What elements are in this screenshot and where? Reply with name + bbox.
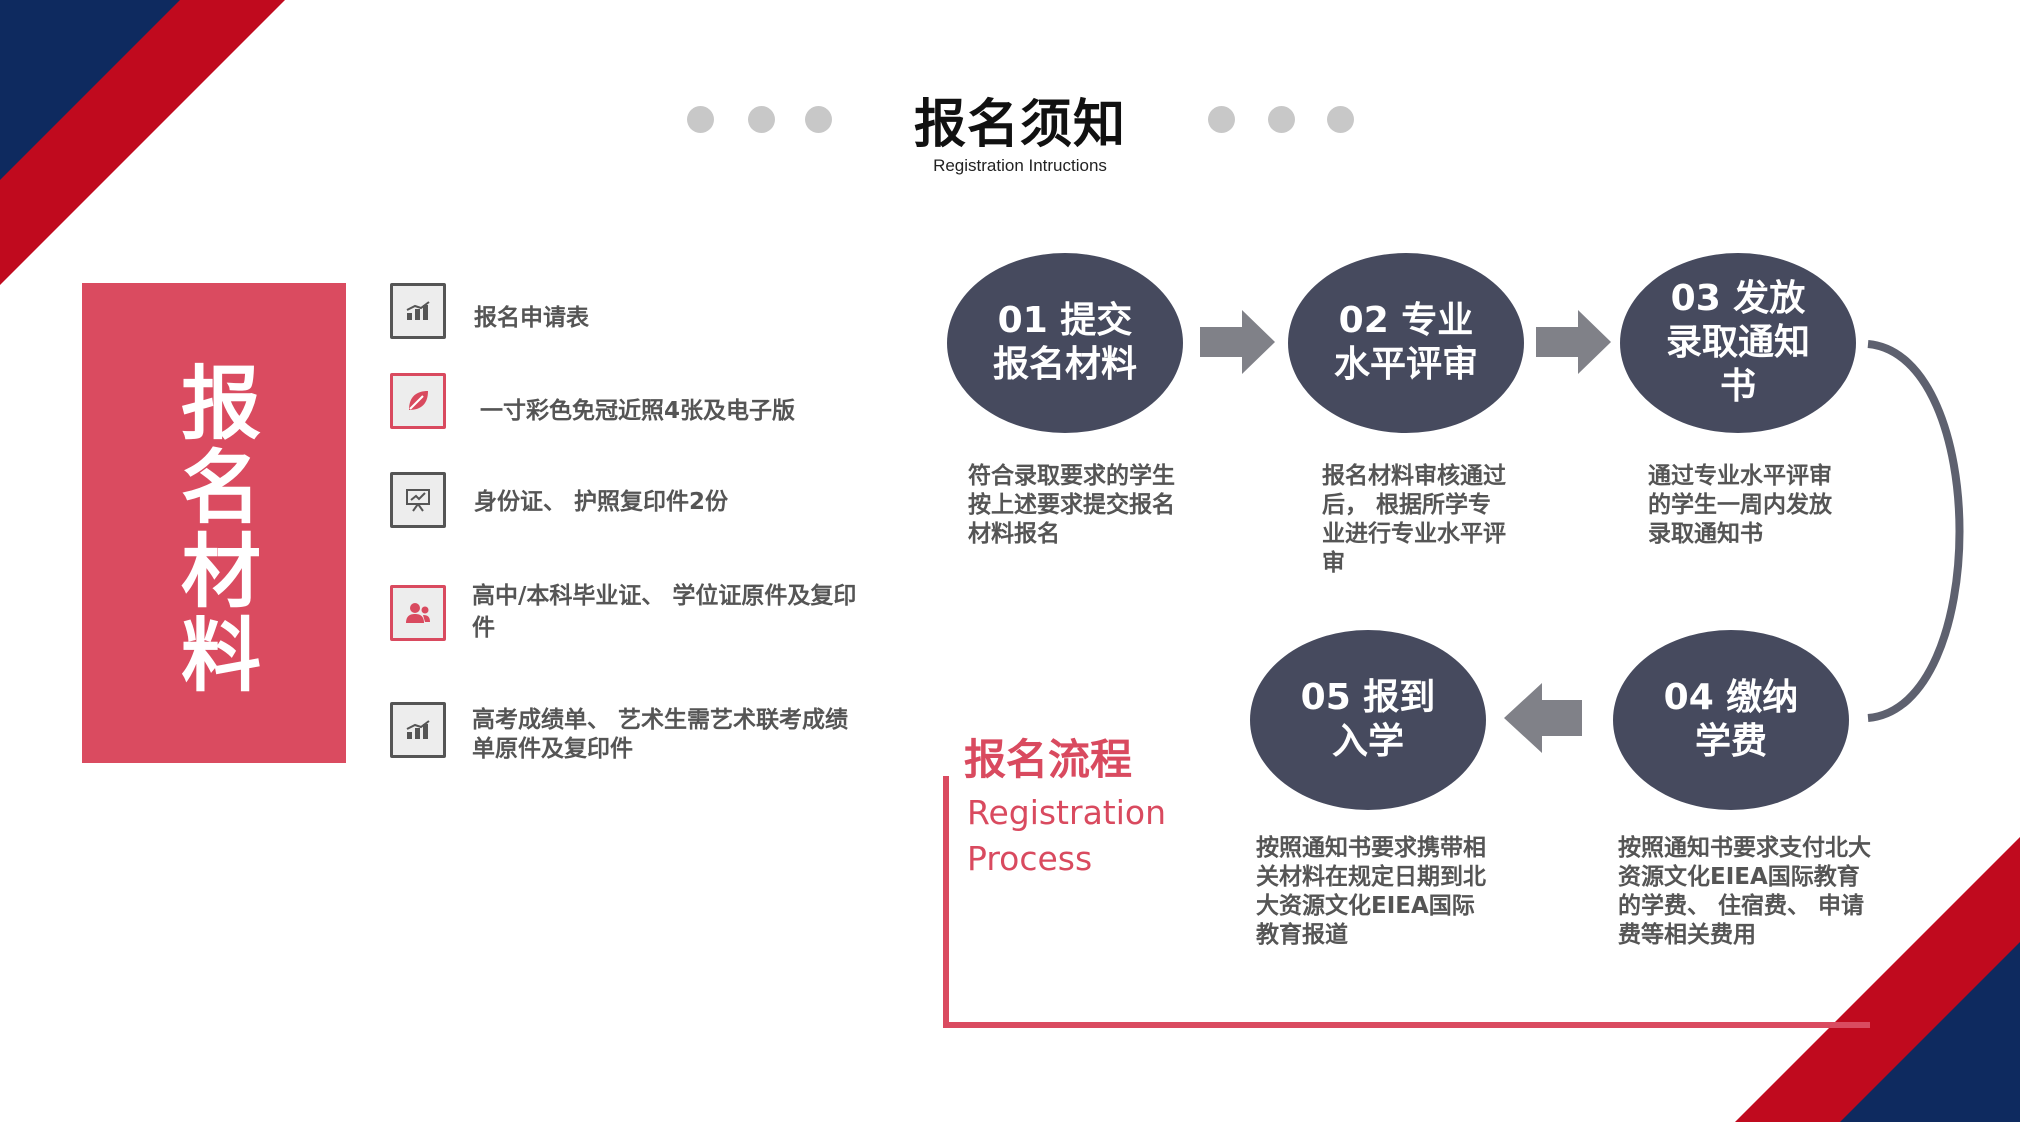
process-title: 报名流程 [964,735,1133,784]
step-03-label: 03 发放录取通知书 [1665,278,1810,407]
step-05-label: 05 报到入学 [1300,677,1436,762]
step-04-circle: 04 缴纳学费 [1613,630,1849,810]
people-icon [390,585,446,641]
step-02-desc: 报名材料审核通过后， 根据所学专业进行专业水平评审 [1322,463,1506,576]
material-item-1: 报名申请表 [474,305,589,331]
material-item-2: 一寸彩色免冠近照4张及电子版 [480,398,796,424]
step-05-desc: 按照通知书要求携带相关材料在规定日期到北大资源文化EIEA国际教育报道 [1256,835,1486,948]
materials-panel-text-wrap: 报名材料 [82,309,346,749]
step-04-label: 04 缴纳学费 [1663,677,1799,762]
header-dot [805,106,832,133]
material-item-4: 高中/本科毕业证、 学位证原件及复印件 [472,583,857,641]
page-subtitle: Registration Intructions [933,156,1107,175]
header-dot [748,106,775,133]
header-dot [1268,106,1295,133]
chart-icon [390,283,446,339]
page-title: 报名须知 [913,95,1126,155]
step-03-desc: 通过专业水平评审的学生一周内发放录取通知书 [1648,463,1832,547]
step-01-desc: 符合录取要求的学生按上述要求提交报名材料报名 [968,463,1175,547]
header-dot [1327,106,1354,133]
process-subtitle: Registration Process [967,793,1166,878]
material-item-5: 高考成绩单、 艺术生需艺术联考成绩单原件及复印件 [472,707,849,762]
material-item-3: 身份证、 护照复印件2份 [474,489,729,515]
presentation-icon [390,472,446,528]
materials-panel-label: 报名材料 [168,361,261,697]
header-dot [687,106,714,133]
leaf-icon [390,373,446,429]
step-04-desc: 按照通知书要求支付北大资源文化EIEA国际教育的学费、 住宿费、 申请费等相关费… [1618,835,1871,948]
step-02-label: 02 专业水平评审 [1333,300,1478,385]
step-03-circle: 03 发放录取通知书 [1620,253,1856,433]
step-01-circle: 01 提交报名材料 [947,253,1183,433]
chart-icon [390,702,446,758]
step-02-circle: 02 专业水平评审 [1288,253,1524,433]
header-dot [1208,106,1235,133]
materials-panel: 报名材料 [82,283,346,763]
step-05-circle: 05 报到入学 [1250,630,1486,810]
step-01-label: 01 提交报名材料 [992,300,1137,385]
